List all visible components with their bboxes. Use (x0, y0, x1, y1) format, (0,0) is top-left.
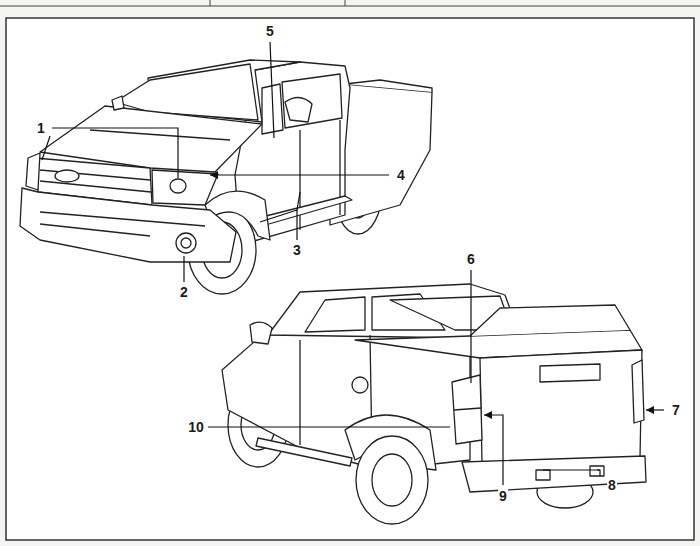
callout-number: 7 (671, 402, 681, 418)
callout-number: 5 (265, 23, 275, 39)
callout-number: 8 (607, 477, 617, 493)
callout-number: 9 (498, 488, 508, 504)
callout-number: 1 (36, 120, 46, 136)
callout-number: 6 (466, 251, 476, 267)
callout-number: 4 (396, 167, 406, 183)
callout-number: 2 (179, 284, 189, 300)
callout-number: 10 (187, 419, 205, 435)
callout-number: 3 (292, 242, 302, 258)
